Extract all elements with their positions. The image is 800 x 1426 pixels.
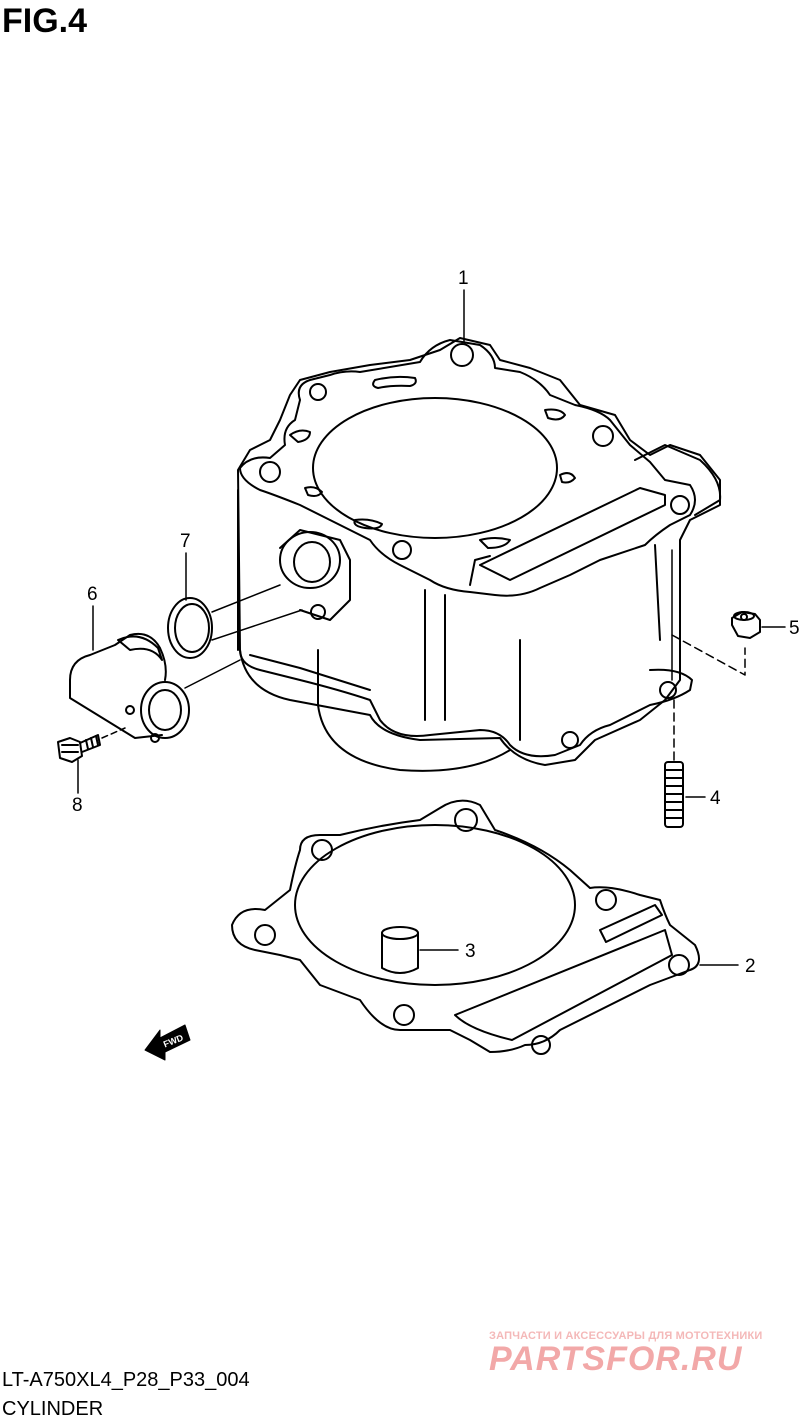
callout-leaders [77, 289, 786, 966]
water-inlet-pipe-part [69, 632, 190, 743]
dowel-pin-part [381, 926, 419, 974]
section-name: CYLINDER [2, 1398, 104, 1420]
callout-number-1: 1 [458, 268, 469, 289]
figure-title: FIG.4 [2, 2, 88, 40]
bolt-part [57, 734, 101, 763]
cylinder-part [237, 337, 722, 772]
model-code: LT-A750XL4_P28_P33_004 [2, 1369, 250, 1391]
callout-number-8: 8 [72, 795, 83, 816]
callout-number-5: 5 [789, 618, 800, 639]
watermark-subtitle: ЗАПЧАСТИ И АКСЕССУАРЫ ДЛЯ МОТОТЕХНИКИ [489, 1330, 763, 1342]
fwd-arrow-icon: FWD [144, 1024, 191, 1061]
o-ring-part [167, 597, 213, 659]
callout-number-6: 6 [87, 584, 98, 605]
callout-number-2: 2 [745, 956, 756, 977]
stud-bolt-part [664, 761, 684, 828]
nut-part [731, 611, 761, 639]
callout-number-3: 3 [465, 941, 476, 962]
callout-number-7: 7 [180, 531, 191, 552]
cylinder-gasket-part [231, 799, 700, 1055]
assembly-lines [101, 549, 746, 761]
callout-number-4: 4 [710, 788, 721, 809]
watermark-logo: PARTSFOR.RU [489, 1340, 743, 1378]
